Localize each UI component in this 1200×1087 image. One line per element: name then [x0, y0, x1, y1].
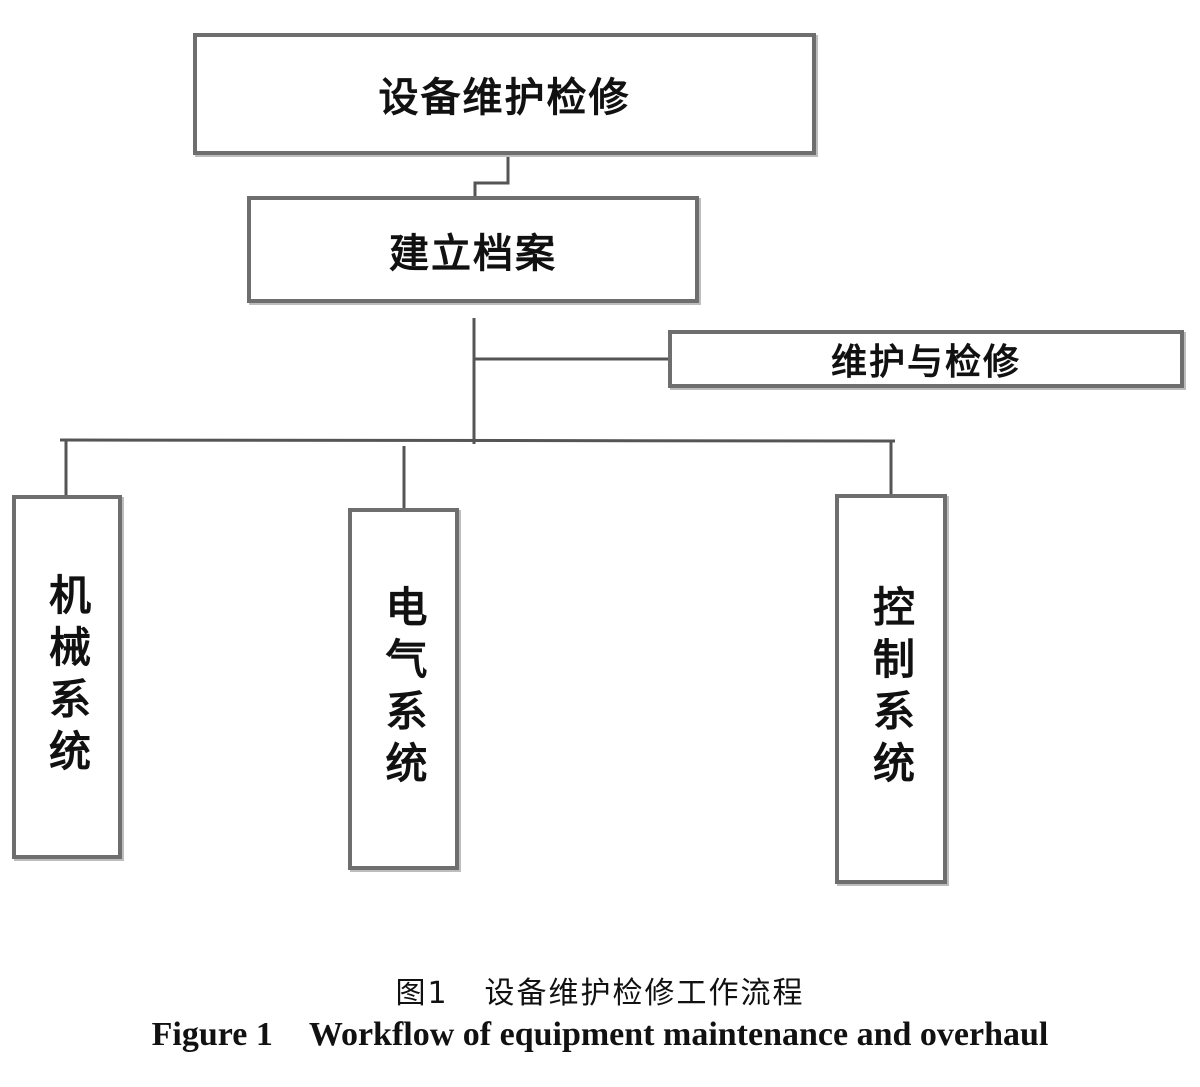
node-electrical-system-label: 电气系统 — [379, 585, 428, 793]
node-build-archive: 建立档案 — [247, 196, 699, 303]
node-maintenance-overhaul-label: 维护与检修 — [830, 342, 1021, 383]
node-equipment-maintenance-label: 设备维护检修 — [378, 75, 631, 121]
node-mechanical-system-label: 机械系统 — [42, 573, 92, 781]
figure-title-en: Workflow of equipment maintenance and ov… — [308, 1016, 1049, 1053]
node-electrical-system: 电气系统 — [348, 508, 459, 870]
node-control-system: 控制系统 — [835, 494, 947, 884]
figure-title-cn: 设备维护检修工作流程 — [484, 976, 805, 1011]
node-maintenance-overhaul: 维护与检修 — [668, 330, 1184, 388]
node-equipment-maintenance: 设备维护检修 — [193, 33, 816, 155]
figure-number-en: Figure 1 — [151, 1016, 273, 1053]
node-build-archive-label: 建立档案 — [389, 230, 557, 277]
connector-bus — [59, 438, 896, 443]
node-control-system-label: 控制系统 — [866, 585, 916, 793]
figure-caption-english: Figure 1 Workflow of equipment maintenanc… — [0, 1016, 1200, 1054]
connector-top-archive — [473, 155, 510, 196]
figure-number-cn: 图1 — [395, 976, 449, 1011]
node-mechanical-system: 机械系统 — [12, 495, 122, 859]
figure-caption-chinese: 图1 设备维护检修工作流程 — [0, 968, 1200, 1012]
